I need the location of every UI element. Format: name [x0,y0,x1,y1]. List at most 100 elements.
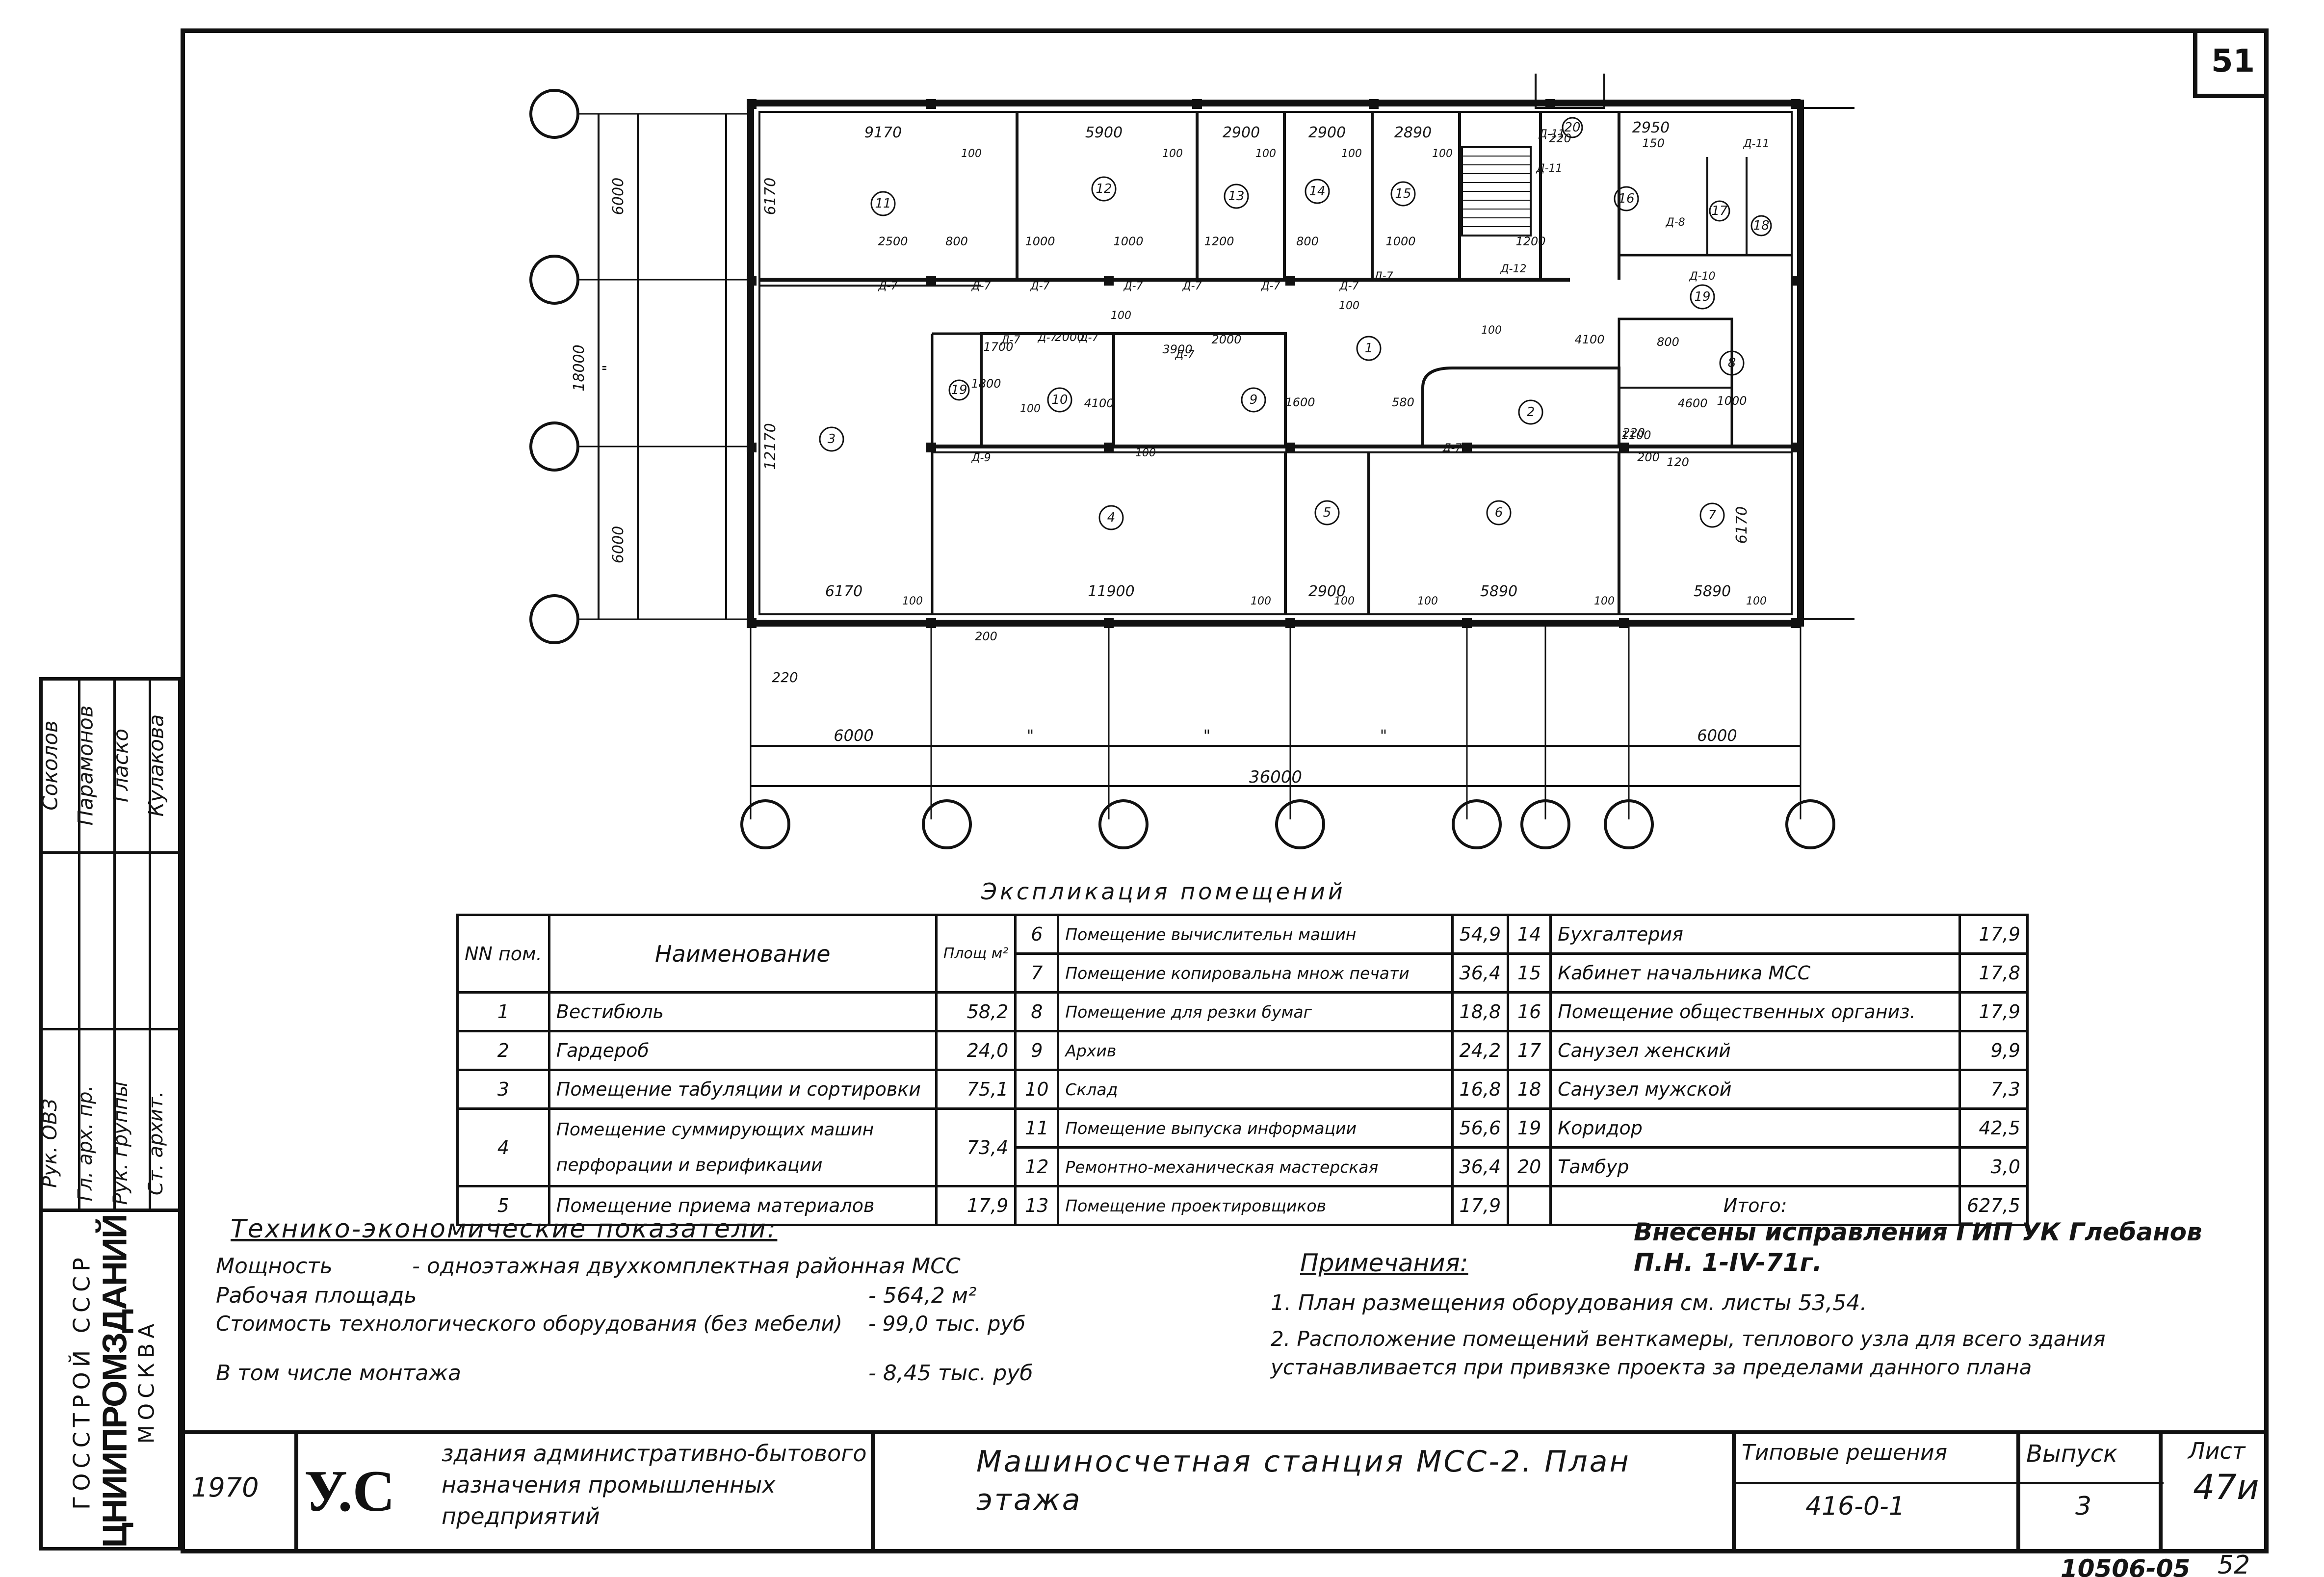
tb-issue-label: Выпуск [2026,1440,2117,1468]
dim-small: 100 [1481,324,1502,337]
door-label: Д-11 [1538,128,1565,140]
explication-name: Тамбур [1549,1146,1961,1187]
changes-note: Внесены исправления ГИП УК Глебанов П.Н.… [1634,1218,2202,1277]
explication-name: Бухгалтерия [1549,914,1961,955]
explication-area: 56,6 [1451,1107,1510,1149]
door-label: Д-9 [971,452,991,464]
room-number: 16 [1618,191,1634,206]
dim-small: 100 [1162,148,1183,160]
dim-interior: 2500 [878,235,908,248]
explication-no: 10 [1014,1069,1060,1110]
note-item: 1. План размещения оборудования см. лист… [1271,1290,1867,1315]
tech-row: Рабочая площадь - 564,2 м² [216,1283,1197,1312]
side-stamp-roles [43,677,185,1209]
explication-area: 3,0 [1958,1146,2029,1187]
room-number: 3 [828,432,836,447]
tech-label: В том числе монтажа [216,1361,461,1386]
dim-interior: 1800 [971,377,1001,391]
dim-small: 100 [1135,447,1156,459]
side-stamp-name: Кулакова [144,714,168,817]
tech-row: Мощность - одноэтажная двухкомплектная р… [216,1254,1197,1283]
explication-title: Экспликация помещений [981,878,1346,905]
dim-bottom: 6170 [825,583,862,600]
door-label: Д-7 [1037,332,1057,344]
dim-interior: 150 [1642,136,1665,150]
dim-interior: 120 [1667,455,1689,469]
dim-left: 18000 [571,344,588,391]
explication-area: 73,4 [935,1107,1017,1187]
door-label: Д-11 [1536,162,1562,175]
dim-small: 100 [1111,310,1131,322]
dim-small: 100 [1594,595,1615,607]
title-block [181,1430,2269,1553]
explication-name: Ремонтно-механическая мастерская [1057,1146,1454,1187]
explication-name: Санузел женский [1549,1030,1961,1071]
axis-marker [1604,799,1654,849]
vestibule-20 [1535,74,1605,109]
explication-area: 17,9 [1451,1185,1510,1226]
explication-name: Архив [1057,1030,1454,1071]
explication-name: Склад [1057,1069,1454,1110]
explication-area: 36,4 [1451,952,1510,994]
explication-area: 17,9 [1958,991,2029,1032]
axis-dim: 6000 [1697,726,1737,745]
explication-no: 14 [1507,914,1552,955]
side-stamp-role: Рук. группы [109,1081,132,1205]
dim-small: 100 [961,148,982,160]
room-number: 2 [1527,405,1535,420]
dim-bottom: 2900 [1308,583,1346,600]
axis-marker [1452,799,1502,849]
sheet-number-top: 51 [2211,43,2255,79]
tech-value: - 99,0 тыс. руб [868,1312,1026,1336]
tb-typical-label: Типовые решения [1742,1440,1948,1465]
door-label: Д-7 [1339,280,1358,292]
explication-name: Помещение проектировщиков [1057,1185,1454,1226]
door-label: Д-7 [1000,334,1020,346]
axis-marker [740,799,790,849]
axis-marker [529,255,579,305]
room-number: 7 [1708,508,1717,523]
explication-area: 17,8 [1958,952,2029,994]
floor-plan: 9170590029002900289029506170119002900589… [529,74,1854,849]
explication-name: Санузел мужской [1549,1069,1961,1110]
sheet-number-box: 51 [2193,28,2269,98]
dim-interior: 4100 [1574,333,1604,346]
door-label: Д-7 [1079,332,1098,344]
explication-no: 6 [1014,914,1060,955]
explication-name: Гардероб [548,1030,938,1071]
axis-marker [922,799,972,849]
door-label: Д-11 [1743,138,1769,150]
explication-no: 8 [1014,991,1060,1032]
explication-name: Помещение общественных организ. [1549,991,1961,1032]
dim-interior: 3900 [1162,342,1192,356]
room-number: 9 [1250,393,1258,407]
room-number: 17 [1711,204,1728,218]
side-stamp: ГОССТРОЙ СССР ЦНИИПРОМЗДАНИЙ МОСКВА [39,677,185,1551]
explication-area: 17,9 [1958,914,2029,955]
tb-series-desc: здания административно-бытового назначен… [442,1440,867,1529]
side-stamp-name: Гласко [108,728,133,803]
tb-typical-value: 416-0-1 [1805,1492,1905,1521]
explication-no: 16 [1507,991,1552,1032]
door-label: Д-7 [1123,280,1143,292]
room-number: 19 [1694,289,1710,304]
explication-no: 15 [1507,952,1552,994]
explication-area: 24,0 [935,1030,1017,1071]
room-number: 20 [1564,120,1580,135]
explication-name: Помещение копировальна множ печати [1057,952,1454,994]
door-label: Д-7 [1030,280,1049,292]
side-stamp-role: Ст. архит. [145,1091,167,1196]
explication-name: Помещение вычислительн машин [1057,914,1454,955]
dim-interior: 1200 [1204,235,1234,248]
explication-no: 19 [1507,1107,1552,1149]
dim-left-inner: 6170 [762,178,779,215]
tech-label: Мощность [216,1254,333,1279]
dim-interior: 200 [975,630,997,643]
explication-area: 7,3 [1958,1069,2029,1110]
door-label: Д-7 [1182,280,1201,292]
